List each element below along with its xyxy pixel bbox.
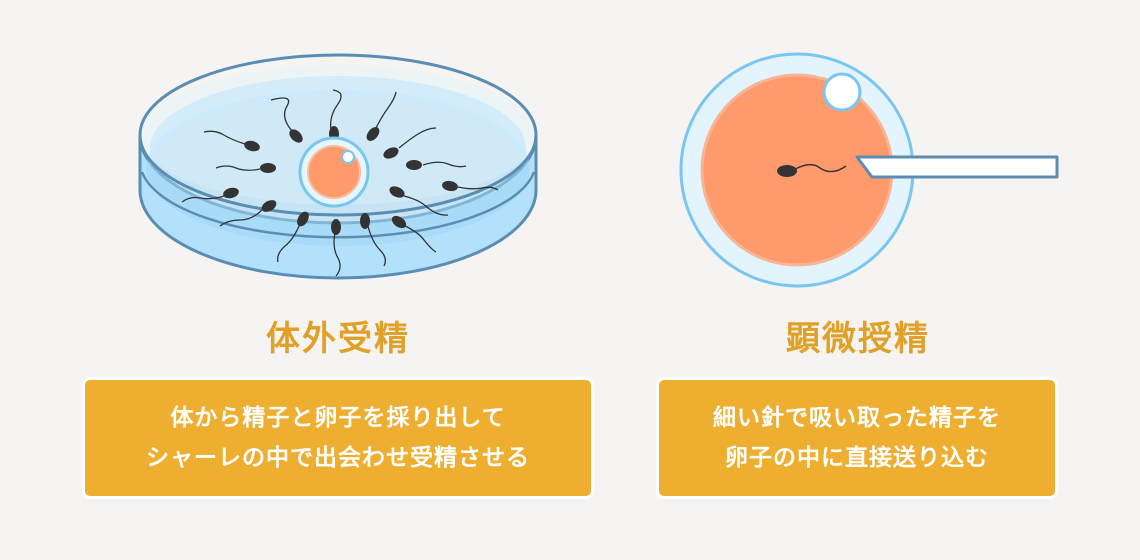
sperm-icon [270,97,303,143]
icsi-description-box: 細い針で吸い取った精子を 卵子の中に直接送り込む [656,377,1058,499]
sperm-icon [215,163,276,173]
icsi-description-line-2: 卵子の中に直接送り込む [725,445,989,471]
icsi-description-line-1: 細い針で吸い取った精子を [713,405,1001,431]
ivf-title: 体外受精 [266,319,410,359]
sperm-icon [360,213,386,267]
ivf-description-box: 体から精子と卵子を採り出して シャーレの中で出会わせ受精させる [82,377,594,499]
ivf-description-line-1: 体から精子と卵子を採り出して [170,405,506,431]
sperm-icon [219,200,277,227]
sperm-icon [181,187,239,203]
ivf-panel: 体外受精 体から精子と卵子を採り出して シャーレの中で出会わせ受精させる [82,53,594,499]
sperm-icon [442,180,499,192]
sperm-icon [383,127,437,159]
sperm-icon [203,130,260,152]
sperm-icon [391,215,437,253]
sperm-icon [366,91,397,141]
sperm-icon [277,211,309,263]
sperm-icon [331,219,341,277]
microinjection-illustration [679,52,1059,288]
injection-needle-icon [855,155,1059,179]
sperm-icon [389,186,449,216]
petri-dish-illustration [138,53,538,280]
sperm-icon [406,160,467,170]
icsi-title: 顕微授精 [786,319,930,359]
sperm-icon [777,163,847,177]
egg-cell [298,136,370,208]
sperm-group [181,89,499,277]
egg-cell [679,52,915,288]
ivf-description-line-2: シャーレの中で出会わせ受精させる [146,445,530,471]
icsi-panel: 顕微授精 細い針で吸い取った精子を 卵子の中に直接送り込む [620,0,1140,560]
